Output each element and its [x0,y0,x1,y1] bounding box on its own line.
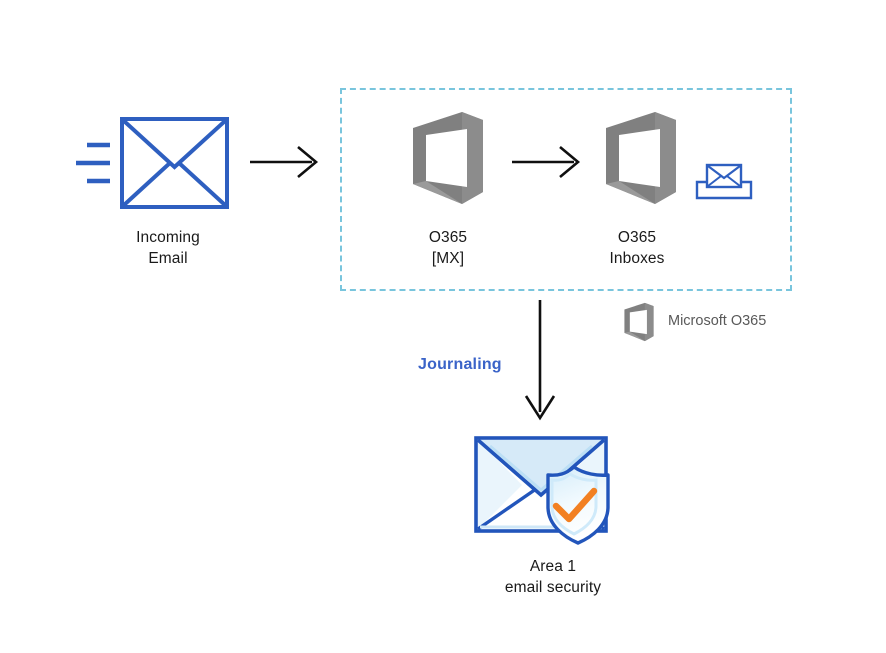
arrow-right-icon [250,146,319,178]
envelope-with-motion-lines-icon [76,117,229,209]
connector-incoming-to-zone [250,145,322,179]
label-o365-inboxes: O365 Inboxes [609,229,665,267]
arrow-down-icon [524,300,556,421]
node-o365-inboxes[interactable] [598,110,684,206]
office365-logo-icon [413,112,483,204]
label-journaling: Journaling [418,356,502,373]
office365-logo-icon [606,112,676,204]
legend-o365-icon-wrap [621,302,657,342]
label-incoming-email: Incoming Email [136,229,200,267]
label-area1-email-security: Area 1 email security [504,558,602,596]
label-o365-mx: O365 [MX] [428,229,468,267]
arrow-right-icon [512,146,581,178]
node-o365-mx[interactable] [405,110,491,206]
node-incoming-email[interactable] [70,115,235,215]
office365-logo-icon [624,302,654,342]
legend-label-microsoft-o365: Microsoft O365 [668,313,767,329]
node-area1-email-security[interactable] [470,433,635,548]
inbox-tray-envelope-icon [695,163,753,200]
o365-boundary-zone [340,88,792,291]
badge-inbox-tray[interactable] [694,160,754,202]
connector-mx-to-inboxes [512,145,584,179]
connector-zone-to-area1 [522,300,558,422]
envelope-shield-check-icon [474,436,610,545]
